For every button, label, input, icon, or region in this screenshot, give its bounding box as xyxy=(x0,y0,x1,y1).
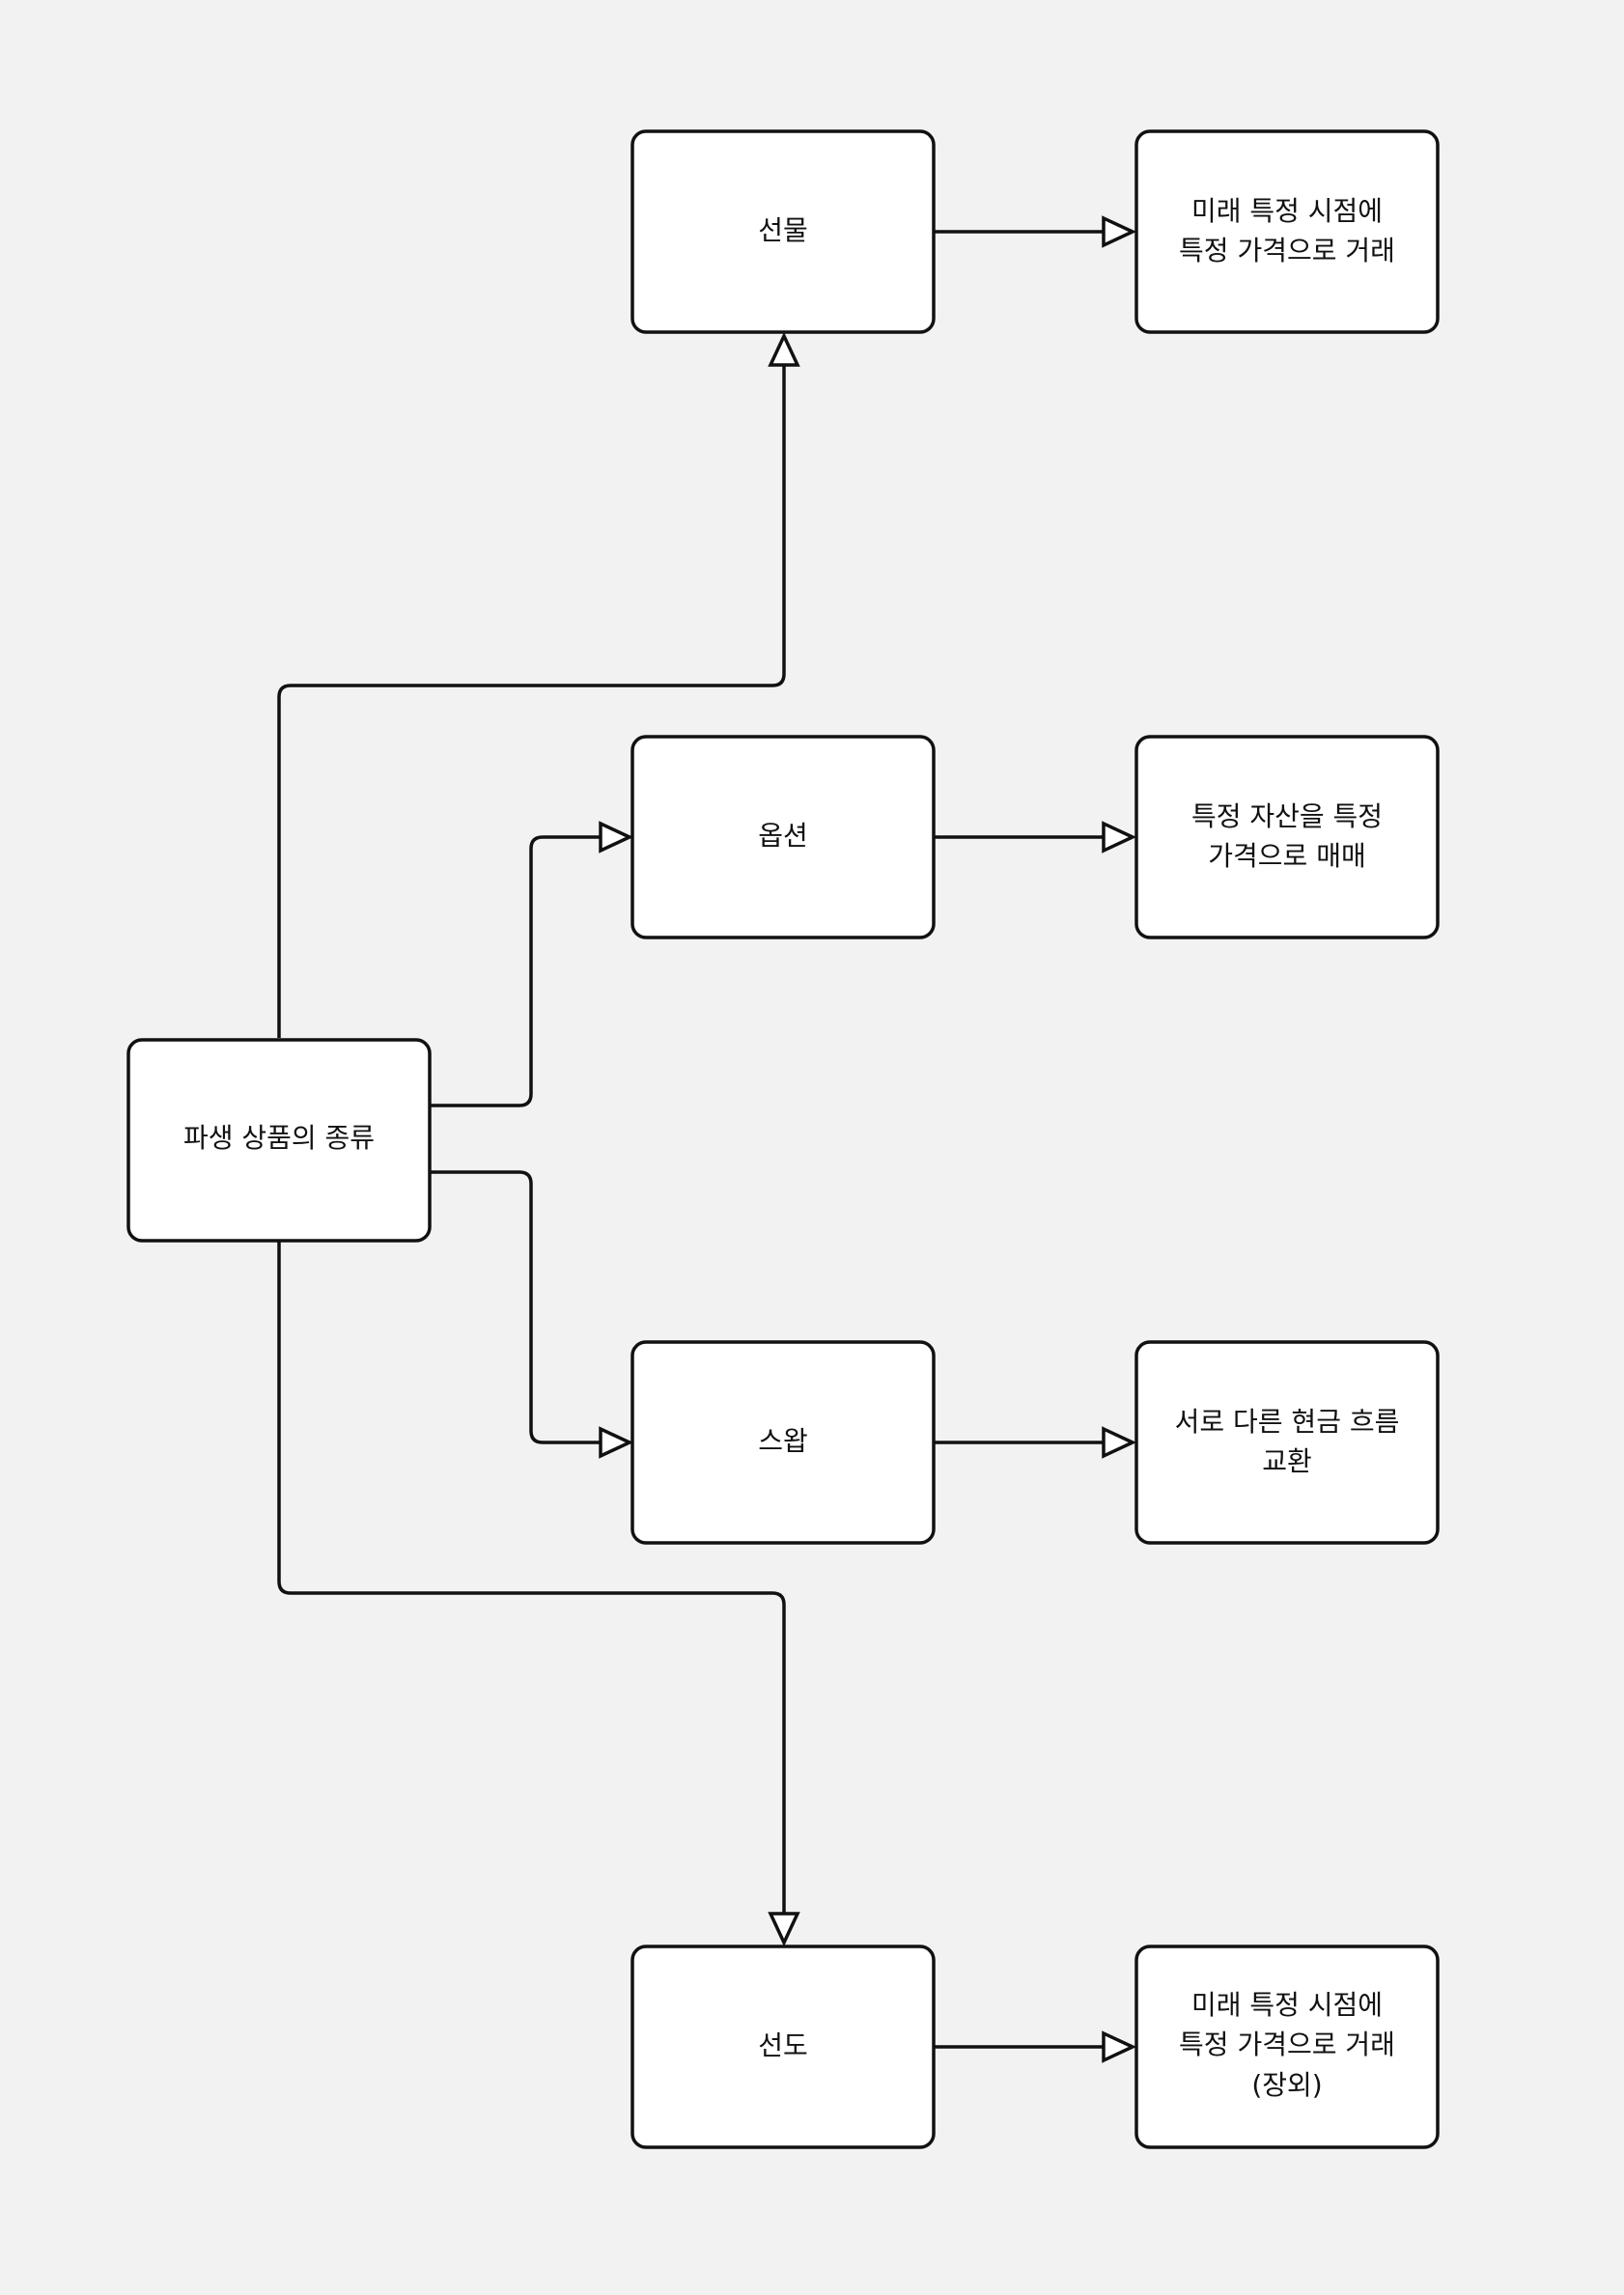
arrowhead-forwards xyxy=(768,1912,800,1947)
node-options: 옵션 xyxy=(630,735,936,939)
node-swaps-label: 스왑 xyxy=(758,1425,808,1457)
edges xyxy=(277,230,1104,2049)
arrowhead-swaps xyxy=(599,1426,634,1459)
options-description-line-1: 특정 자산을 특정 xyxy=(1191,800,1383,832)
futures-description-line-1: 미래 특정 시점에 xyxy=(1191,195,1383,227)
arrowhead-options-description xyxy=(1102,821,1137,854)
node-futures-description: 미래 특정 시점에 특정 가격으로 거래 xyxy=(1134,129,1440,334)
forwards-description-line-1: 미래 특정 시점에 xyxy=(1191,1989,1383,2021)
arrowhead-futures xyxy=(768,331,800,367)
node-swaps-description: 서로 다른 현금 흐름 교환 xyxy=(1134,1340,1440,1545)
node-forwards: 선도 xyxy=(630,1945,936,2149)
futures-description-line-2: 특정 가격으로 거래 xyxy=(1179,235,1395,266)
arrowhead-options xyxy=(599,821,634,854)
options-description-line-2: 가격으로 매매 xyxy=(1208,840,1365,872)
node-forwards-label: 선도 xyxy=(758,2029,808,2061)
root-node: 파생 상품의 종류 xyxy=(126,1038,432,1243)
edge-root-to-forwards xyxy=(277,1241,786,1914)
node-futures-label: 선물 xyxy=(758,214,808,246)
node-forwards-description: 미래 특정 시점에 특정 가격으로 거래 (장외) xyxy=(1134,1945,1440,2149)
arrowhead-swaps-description xyxy=(1102,1426,1137,1459)
node-futures: 선물 xyxy=(630,129,936,334)
forwards-description-line-3: (장외) xyxy=(1251,2069,1322,2101)
arrowhead-forwards-description xyxy=(1102,2030,1137,2063)
edge-root-to-options xyxy=(430,835,601,1107)
arrowheads xyxy=(599,215,1137,2063)
forwards-description-line-2: 특정 가격으로 거래 xyxy=(1179,2029,1395,2060)
node-options-description: 특정 자산을 특정 가격으로 매매 xyxy=(1134,735,1440,939)
swaps-description-line-1: 서로 다른 현금 흐름 xyxy=(1175,1406,1400,1438)
nodes: 파생 상품의 종류 선물 미래 특정 시점에 특정 가격으로 거래 옵션 특정 … xyxy=(126,129,1440,2149)
arrowhead-futures-description xyxy=(1102,215,1137,248)
root-node-label: 파생 상품의 종류 xyxy=(183,1122,375,1154)
node-options-label: 옵션 xyxy=(758,820,808,852)
edge-root-to-swaps xyxy=(430,1170,601,1444)
edge-root-to-futures xyxy=(277,365,786,1038)
swaps-description-line-2: 교환 xyxy=(1262,1445,1312,1477)
node-swaps: 스왑 xyxy=(630,1340,936,1545)
